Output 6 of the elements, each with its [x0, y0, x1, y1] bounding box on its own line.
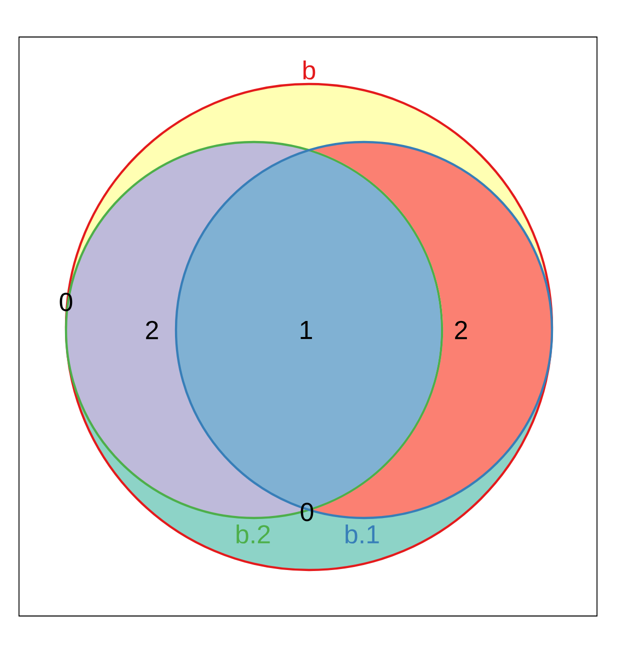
set-label: b — [303, 60, 316, 80]
region-count: 1 — [300, 321, 312, 339]
region-count: 2 — [146, 320, 158, 340]
set-label: b.2 — [236, 524, 270, 544]
set-label: b.1 — [346, 524, 379, 544]
region-count: 2 — [455, 320, 467, 340]
